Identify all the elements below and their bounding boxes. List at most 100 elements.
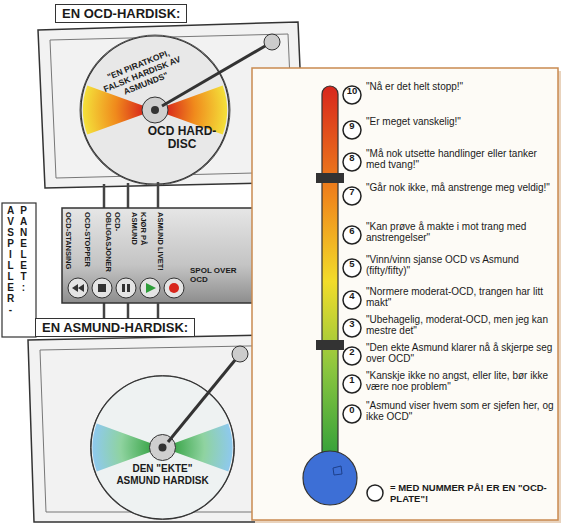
ocd-level-circle: 6"Kan prøve å makte i mot trang med anst… bbox=[342, 225, 362, 245]
callout-number: 9 bbox=[342, 120, 362, 140]
bulb-sketch bbox=[333, 466, 342, 475]
callout-number: 4 bbox=[342, 290, 362, 310]
node-circle bbox=[343, 86, 361, 104]
bulb-neck bbox=[324, 456, 336, 464]
node-circle bbox=[343, 347, 361, 365]
spindle-center bbox=[159, 444, 167, 452]
button-stop bbox=[92, 278, 112, 298]
callout-number: 0 bbox=[342, 404, 362, 424]
ocd-level-circle: 5"Vinn/vinn sjanse OCD vs Asmund (fifty/… bbox=[342, 258, 362, 278]
disk-note: "EN PIRATKOPI, FALSK HARDISK AV ASMUNDS" bbox=[92, 42, 192, 106]
button-label: OCD-STOPPER bbox=[83, 212, 92, 272]
callout-number: 3 bbox=[342, 318, 362, 338]
disk-heading: EN OCD-HARDISK: bbox=[55, 4, 187, 23]
button-label: KJØR PÅ ASMUND bbox=[130, 212, 148, 272]
level-quote: "Kan prøve å makte i mot trang med anstr… bbox=[366, 221, 556, 243]
disk-unit: EN ASMUND-HARDISK: DEN "EKTE" ASMUND HARD… bbox=[30, 318, 320, 523]
callout-number: 8 bbox=[342, 152, 362, 172]
node-circle bbox=[343, 121, 361, 139]
read-arm bbox=[168, 354, 240, 442]
thermometer-tube bbox=[322, 86, 338, 462]
player-panel bbox=[2, 203, 254, 337]
level-quote: "Går nok ikke, må anstrenge meg veldig!" bbox=[366, 182, 556, 193]
node-circle bbox=[343, 405, 361, 423]
ocd-level-circle: 10"Nå er det helt stopp!" bbox=[342, 85, 362, 105]
ocd-level-circle: 2"Den ekte Asmund klarer nå å skjerpe se… bbox=[342, 346, 362, 366]
disk-platter: DEN "EKTE" ASMUND HARDISK bbox=[90, 375, 235, 520]
node-circle bbox=[91, 376, 234, 519]
ocd-level-circle: 7"Går nok ikke, må anstrenge meg veldig!… bbox=[342, 186, 362, 206]
tube-clip bbox=[316, 340, 344, 350]
ocd-level-circle: 3"Ubehagelig, moderat-OCD, men jeg kan m… bbox=[342, 318, 362, 338]
button-play bbox=[140, 278, 160, 298]
panel-heading: AVSPILLER-PANELET: bbox=[4, 205, 30, 337]
button-rewind bbox=[68, 278, 88, 298]
node-circle bbox=[343, 153, 361, 171]
legend-text: = MED NUMMER PÅ! ER EN "OCD-PLATE"! bbox=[390, 482, 555, 504]
button-label: SPOL OVER OCD bbox=[190, 266, 250, 284]
level-quote: "Asmund viser hvem som er sjefen her, og… bbox=[366, 400, 556, 422]
callout-number: 1 bbox=[342, 374, 362, 394]
callout-number: 10 bbox=[342, 85, 362, 105]
level-quote: "Nå er det helt stopp!" bbox=[366, 81, 556, 92]
ocd-level-circle: 8"Må nok utsette handlinger eller tanker… bbox=[342, 152, 362, 172]
callout-number: 5 bbox=[342, 258, 362, 278]
thermometer-card bbox=[252, 68, 561, 523]
pause-icon bbox=[127, 284, 130, 292]
arm-pivot bbox=[264, 34, 280, 50]
level-quote: "Ubehagelig, moderat-OCD, men jeg kan me… bbox=[366, 314, 556, 336]
spindle-center bbox=[151, 106, 159, 114]
button-label: ASMUND LIVET! bbox=[156, 212, 165, 272]
arm-pivot bbox=[232, 346, 248, 362]
level-quote: "Må nok utsette handlinger eller tanker … bbox=[366, 148, 556, 170]
record-icon bbox=[169, 283, 179, 293]
stop-icon bbox=[98, 284, 106, 292]
panel-title-frame bbox=[2, 203, 36, 337]
disk-platter: "EN PIRATKOPI, FALSK HARDISK AV ASMUNDS"… bbox=[80, 35, 230, 185]
cable-connector bbox=[157, 303, 160, 318]
level-quote: "Kanskje ikke no angst, eller lite, bør … bbox=[366, 370, 556, 392]
ocd-level-circle: 1"Kanskje ikke no angst, eller lite, bør… bbox=[342, 374, 362, 394]
level-quote: "Vinn/vinn sjanse OCD vs Asmund (fifty/f… bbox=[366, 254, 556, 276]
node-circle bbox=[343, 226, 361, 244]
disk-unit: EN OCD-HARDISK: "EN PIRATKOPI, FALSK HARD… bbox=[40, 2, 310, 182]
node-circle bbox=[343, 375, 361, 393]
card bbox=[252, 68, 558, 520]
level-quote: "Normere moderat-OCD, trangen har litt m… bbox=[366, 286, 556, 308]
node-circle bbox=[81, 36, 229, 184]
button-record bbox=[164, 278, 184, 298]
node-outline bbox=[90, 375, 235, 520]
ocd-level-circle: 4"Normere moderat-OCD, trangen har litt … bbox=[342, 290, 362, 310]
platter-surface bbox=[91, 376, 235, 520]
node-circle bbox=[343, 187, 361, 205]
play-icon bbox=[146, 283, 156, 293]
rewind-icon bbox=[72, 284, 84, 292]
pause-icon bbox=[122, 284, 125, 292]
panel-body bbox=[62, 208, 254, 303]
level-quote: "Er meget vanskelig!" bbox=[366, 116, 556, 127]
callout-number: 2 bbox=[342, 346, 362, 366]
button-pause bbox=[116, 278, 136, 298]
cable bbox=[103, 184, 106, 208]
cable-connector bbox=[157, 182, 160, 208]
node-circle bbox=[343, 259, 361, 277]
disk-heading: EN ASMUND-HARDISK: bbox=[35, 318, 195, 337]
ocd-level-circle: 9"Er meget vanskelig!" bbox=[342, 120, 362, 140]
level-quote: "Den ekte Asmund klarer nå å skjerpe seg… bbox=[366, 342, 556, 364]
node-circle bbox=[343, 291, 361, 309]
legend-swatch bbox=[366, 484, 384, 502]
platter-surface bbox=[80, 35, 230, 185]
callout-number: 7 bbox=[342, 186, 362, 206]
cable bbox=[127, 183, 130, 208]
thermometer-bulb bbox=[303, 451, 357, 505]
ocd-level-circle: 0"Asmund viser hvem som er sjefen her, o… bbox=[342, 404, 362, 424]
button-label: OCD-STANSING bbox=[64, 212, 73, 272]
button-label: OCD-OBLIGASJONER bbox=[104, 212, 122, 272]
node-circle bbox=[343, 319, 361, 337]
legend-sample bbox=[367, 485, 383, 501]
callout-number: 6 bbox=[342, 225, 362, 245]
disk-label: OCD HARD-DISC bbox=[146, 125, 218, 151]
disk-label: DEN "EKTE" ASMUND HARDISK bbox=[110, 463, 215, 487]
spindle-hub bbox=[142, 97, 168, 123]
